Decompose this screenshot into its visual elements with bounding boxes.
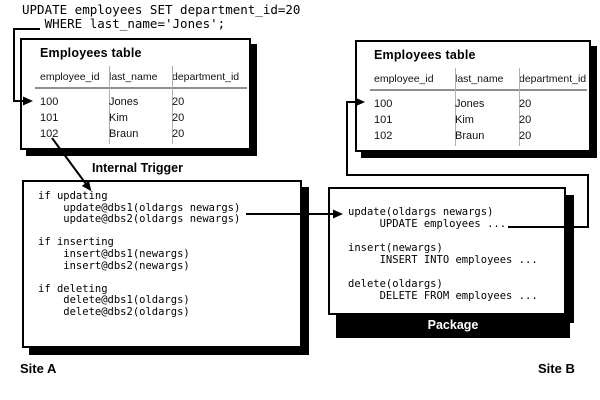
table-row: 101 Kim 20	[357, 112, 589, 128]
table-row: 100 Jones 20	[22, 94, 249, 110]
table-header-row: employee_id last_name department_id	[357, 72, 589, 86]
cell-last-name: Kim	[455, 114, 474, 126]
table-title: Employees table	[374, 48, 476, 62]
cell-employee-id: 101	[40, 112, 59, 124]
site-b-label: Site B	[538, 361, 575, 376]
table-row: 102 Braun 20	[22, 126, 249, 142]
site-a-label: Site A	[20, 361, 57, 376]
cell-last-name: Braun	[109, 128, 139, 140]
column-header: last_name	[109, 71, 158, 83]
header-divider	[370, 89, 587, 91]
cell-department-id: 20	[172, 96, 185, 108]
column-header: department_id	[519, 73, 587, 85]
table-row: 101 Kim 20	[22, 110, 249, 126]
cell-employee-id: 102	[374, 130, 393, 142]
column-header: last_name	[455, 73, 504, 85]
package-code: update(oldargs newargs) UPDATE employees…	[348, 206, 538, 302]
internal-trigger-box: if updating update@dbs1(oldargs newargs)…	[22, 180, 302, 348]
table-title: Employees table	[40, 46, 142, 60]
cell-last-name: Jones	[455, 98, 485, 110]
internal-trigger-title: Internal Trigger	[92, 161, 183, 175]
cell-employee-id: 102	[40, 128, 59, 140]
column-header: employee_id	[374, 73, 434, 85]
cell-department-id: 20	[172, 112, 185, 124]
sql-statement: UPDATE employees SET department_id=20 WH…	[22, 2, 301, 31]
column-separator	[109, 66, 110, 144]
cell-last-name: Kim	[109, 112, 128, 124]
site-a-employees-table: Employees table employee_id last_name de…	[20, 38, 251, 150]
package-label-bar: Package	[336, 313, 570, 338]
site-b-employees-table: Employees table employee_id last_name de…	[355, 40, 591, 152]
trigger-code: if updating update@dbs1(oldargs newargs)…	[38, 190, 241, 318]
column-header: employee_id	[40, 71, 100, 83]
column-header: department_id	[172, 71, 240, 83]
table-header-row: employee_id last_name department_id	[22, 70, 249, 84]
package-box: update(oldargs newargs) UPDATE employees…	[328, 187, 566, 315]
column-separator	[172, 66, 173, 144]
cell-department-id: 20	[519, 130, 532, 142]
cell-department-id: 20	[172, 128, 185, 140]
cell-department-id: 20	[519, 114, 532, 126]
cell-department-id: 20	[519, 98, 532, 110]
table-row: 102 Braun 20	[357, 128, 589, 144]
cell-last-name: Braun	[455, 130, 485, 142]
cell-last-name: Jones	[109, 96, 139, 108]
cell-employee-id: 100	[40, 96, 59, 108]
cell-employee-id: 101	[374, 114, 393, 126]
table-row: 100 Jones 20	[357, 96, 589, 112]
cell-employee-id: 100	[374, 98, 393, 110]
table-body: 100 Jones 20 101 Kim 20 102 Braun 20	[22, 94, 249, 142]
table-body: 100 Jones 20 101 Kim 20 102 Braun 20	[357, 96, 589, 144]
header-divider	[35, 87, 247, 89]
